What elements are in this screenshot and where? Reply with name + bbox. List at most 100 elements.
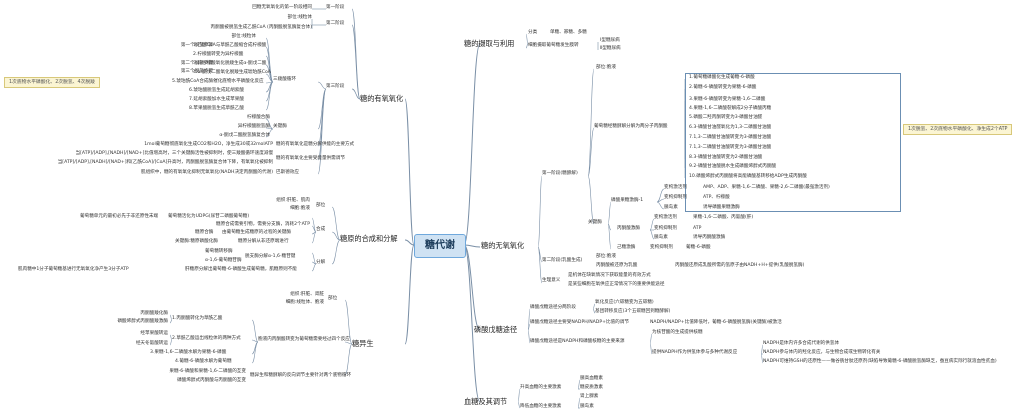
connector — [311, 231, 317, 244]
connector — [265, 46, 274, 83]
connector — [525, 43, 529, 49]
gluconeo-location[interactable]: 部位 — [328, 296, 338, 301]
glycolysis-location: 部位:胞液 — [596, 65, 616, 70]
pk-inhibitors-list: ATP — [693, 226, 702, 231]
key-enzyme-isocitrate-dh: 异柠檬酸脱氢酶 — [237, 124, 270, 129]
intake-absorption[interactable]: 细胞摄取葡萄糖发生膜转 — [528, 43, 579, 48]
glycolysis-step-5: 5.磷酸二羟丙酮转变为3-磷酸甘油醛 — [689, 115, 763, 120]
glycolysis-stage[interactable]: 第一阶段(糖酵解) — [542, 171, 578, 176]
nadph-role-1: NADPH是体内许多合成代谢的供氢体 — [763, 341, 840, 346]
gluconeo-cell: 细胞:线粒体、胞液 — [285, 300, 324, 305]
tca-key-enzymes[interactable]: 关键酶 — [273, 124, 287, 129]
branch-aerobic[interactable]: 糖的有氧氧化 — [360, 94, 404, 103]
gluconeo-reaction-4: 4.葡糖-6-磷酸水解为葡萄糖 — [175, 359, 232, 364]
pasteur-effect-desc: 肌组织中，糖的有氧氧化抑制无氧氧化(NADH决定丙酮酸的代谢) — [140, 170, 273, 175]
connector — [463, 244, 481, 248]
gluconeo-four-reactions[interactable]: 胞液内丙酮酸转变为葡萄糖需要经过四个反应 — [258, 337, 350, 342]
pk-activators: 变构激活剂 — [654, 215, 677, 220]
malate-shuttle: 经苹果酸转运 — [140, 331, 168, 336]
aerobic-stage2[interactable]: 第二阶段 — [326, 21, 345, 26]
branch-ppp[interactable]: 磷酸戊糖途径 — [474, 325, 518, 334]
branch-synthesis[interactable]: 糖原的合成和分解 — [340, 234, 398, 243]
connector — [169, 319, 173, 324]
nadph-role-3: NADPH可维持GSH的还原性——做谷胱甘肽还原剂(缺陷导致葡糖-6-磷酸脱氢酶… — [763, 359, 997, 364]
phosphorylase-key-enzyme: 关键酶:糖原磷酸化酶 — [175, 239, 218, 244]
substrate-cycle-1: 果糖-6-磷酸和果糖-1,6-二磷酸的互变 — [169, 369, 246, 374]
connector — [251, 341, 259, 364]
tca-cycle[interactable]: 三羧酸循环 — [273, 77, 296, 82]
connector — [463, 244, 481, 403]
hormones-lower[interactable]: 降低血糖的主要激素 — [520, 404, 562, 409]
connector — [607, 201, 612, 225]
aerobic-regulation-1: 当[ATP]/[ADP],[NADH]/[NAD+]比值增高时，三个关键酶活性被… — [75, 151, 273, 156]
branch-intake[interactable]: 糖的摄取与利用 — [464, 39, 515, 48]
connector — [317, 81, 327, 90]
key-enzyme-akg-dh: α-酮戊二酸脱氢酶复合体 — [219, 133, 270, 138]
tca-step-3: 3.异柠檬酸氧化脱羧生成α-酮戊二酸 — [193, 61, 267, 66]
glycolysis-main[interactable]: 葡萄糖经糖酵解分解为两分子丙酮酸 — [594, 124, 668, 129]
tca-step-2: 2.柠檬酸转变为异柠檬酸 — [193, 52, 244, 57]
glycolysis-step-6: 6.3-磷酸甘油醛氧化为1,3-二磷酸甘油酸 — [689, 125, 772, 130]
branch-regulation[interactable]: 血糖及其调节 — [464, 397, 508, 406]
connector — [351, 24, 361, 100]
glycolysis-step-7: 7.1,3-二磷酸甘油酸转变为3-磷酸甘油酸 — [689, 135, 772, 140]
branch-gluconeo[interactable]: 糖异生 — [352, 339, 374, 348]
aerobic-stage1[interactable]: 第一阶段 — [326, 5, 345, 10]
anaerobic-summary-note: 1次脱氢、2次底物水平磷酸化、净生成2个ATP — [903, 124, 1013, 135]
glycogen-synthesis[interactable]: 合成 — [316, 227, 326, 232]
ppp-nonoxidative: 基团转移反应(3个五碳糖回到糖酵解) — [595, 309, 671, 314]
connector — [656, 201, 665, 210]
connector — [587, 68, 595, 177]
connector — [587, 175, 595, 225]
central-topic[interactable]: 糖代谢 — [414, 234, 466, 258]
gluconeo-reaction-2: 2.草酰乙酸运出线粒体的两种方式 — [172, 336, 241, 341]
lactate-reduction: 丙酮酸被还原为乳酸 — [596, 263, 638, 268]
phosphorylase-note: 糖原分解从非还原端进行 — [238, 239, 289, 244]
connector — [649, 342, 653, 355]
synthesis-fact-1-note: 葡萄糖活化为UDPG(尿苷二磷酸葡萄糖) — [168, 214, 250, 219]
lactate-stage[interactable]: 第二阶段(乳酸生成) — [542, 258, 583, 263]
glycogen-breakdown[interactable]: 分解 — [316, 260, 326, 265]
pk-inhibitors: 变构抑制剂 — [654, 226, 677, 231]
glycolysis-steps-box — [685, 73, 901, 212]
hexokinase[interactable]: 己糖激酶 — [617, 245, 636, 250]
connector — [351, 8, 361, 100]
pepck: 磷酸烯醇式丙酮酸羧激酶 — [117, 319, 168, 324]
glycolysis-key-enzymes[interactable]: 关键酶 — [588, 220, 602, 225]
lactate-reduction-note: 丙酮酸还原成乳酸所需的氢原子由NADH+H+提供(乳酸脱氢酶) — [675, 263, 805, 268]
aspartate-shuttle: 经天冬氨酸转运 — [135, 341, 168, 346]
connector — [607, 223, 612, 250]
ppp-two-stages[interactable]: 磷酸戊糖途径分两阶段 — [530, 305, 576, 310]
physiological-significance[interactable]: 生理意义 — [542, 278, 561, 283]
ppp-regulation[interactable]: 磷酸戊糖途径主要受NADPH/NADP+比值的调节 — [530, 320, 629, 325]
intake-classification[interactable]: 分类 — [528, 30, 538, 35]
dehydrogenation-2: 第二个脱氢步骤 — [180, 61, 213, 66]
hormone-epinephrine: 肾上腺素 — [580, 394, 599, 399]
gluconeo-reaction-1: 1.丙酮酸转化为草酰乙酸 — [172, 316, 223, 321]
glycogen-synthase-note: 由葡萄糖生成糖原的过程的关键酶 — [222, 230, 291, 235]
connector — [587, 127, 595, 177]
connector — [344, 343, 353, 376]
connector — [344, 299, 353, 345]
pk-insulin: 胰岛素 — [654, 235, 668, 240]
connector — [344, 341, 353, 345]
branch-anaerobic[interactable]: 糖的无氧氧化 — [481, 241, 525, 250]
pk-insulin-effect: 诱导丙酮酸激酶 — [693, 235, 726, 240]
substrate-cycle-2: 磷酸烯醇式丙酮酸与丙酮酸的互变 — [177, 378, 246, 383]
pfk1[interactable]: 磷酸果糖激酶-1 — [611, 198, 644, 203]
ppp-nadph-source[interactable]: 磷酸戊糖途径是NADPH和磷酸核糖的主要来源 — [530, 339, 625, 344]
ppp-regulation-note: NADPH/NADP+比值降低时，葡糖-6-磷酸脱氢酶(关键酶)被激活 — [650, 320, 782, 325]
hormones-raise[interactable]: 升高血糖的主要激素 — [520, 385, 562, 390]
pyruvate-kinase[interactable]: 丙酮酸激酶 — [617, 226, 640, 231]
tca-step-4: 4.α-酮戊二酸氧化脱羧生成琥珀酰CoA — [193, 70, 271, 75]
connector — [317, 88, 327, 175]
glycolysis-step-1: 1.葡萄糖磷酸化生成葡糖-6-磷酸 — [689, 75, 755, 80]
ppp-oxidative: 氧化反应(六碳糖变为五碳糖) — [595, 300, 654, 305]
glycogen-location[interactable]: 部位 — [316, 203, 326, 208]
aerobic-stage3[interactable]: 第三阶段 — [326, 84, 345, 89]
aerobic-regulation-note: 糖的有氧氧化主要受能量供需调节 — [276, 156, 345, 161]
connector — [251, 319, 259, 343]
pfk1-inhibitors-list: ATP、柠檬酸 — [703, 195, 730, 200]
